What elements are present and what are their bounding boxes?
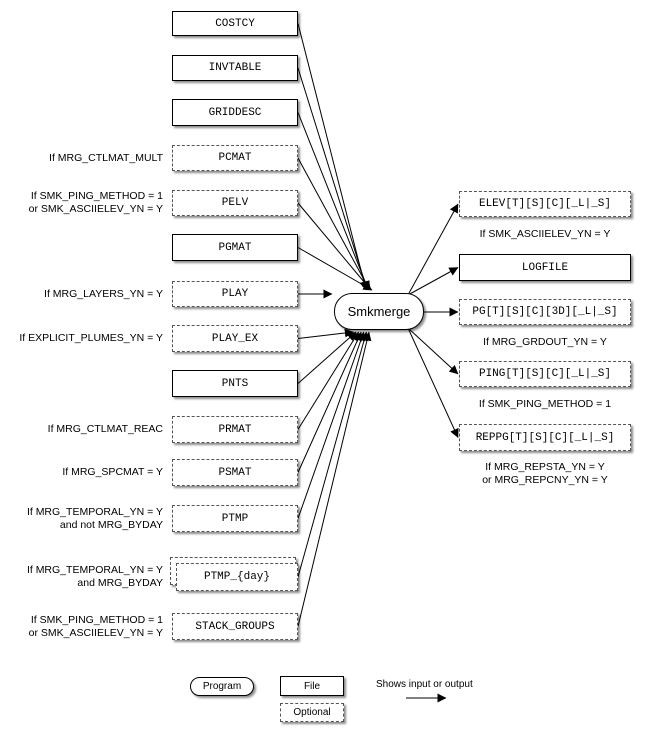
input-file-play: PLAY: [172, 281, 298, 307]
input-arrow: [297, 112, 370, 291]
input-arrow: [297, 331, 360, 430]
output-file-reppg-t-s-c-l-s: REPPG[T][S][C][_L|_S]: [459, 424, 631, 451]
legend-optional-label: Optional: [293, 707, 331, 718]
output-file-logfile: LOGFILE: [459, 254, 631, 281]
file-label: INVTABLE: [208, 62, 262, 74]
file-label: PG[T][S][C][3D][_L|_S]: [472, 306, 618, 318]
input-file-play-ex: PLAY_EX: [172, 325, 298, 352]
output-arrow: [407, 327, 459, 438]
output-condition: If SMK_ASCIIELEV_YN = Y: [459, 228, 631, 241]
input-file-stack-groups: STACK_GROUPS: [172, 613, 298, 640]
output-condition: If MRG_GRDOUT_YN = Y: [459, 336, 631, 349]
condition-line: or MRG_REPCNY_YN = Y: [482, 474, 608, 486]
input-arrow: [297, 331, 372, 627]
file-label: PSMAT: [218, 466, 252, 479]
input-arrow: [297, 331, 357, 384]
file-label: PELV: [221, 197, 249, 209]
condition-line: If MRG_REPSTA_YN = Y: [485, 461, 605, 473]
legend-optional-shape: Optional: [280, 703, 344, 722]
file-label: PTMP: [221, 512, 249, 525]
condition-line: If EXPLICIT_PLUMES_YN = Y: [19, 332, 163, 344]
file-label: STACK_GROUPS: [195, 620, 275, 633]
input-arrow: [297, 67, 369, 291]
program-label: Smkmerge: [347, 304, 411, 319]
condition-line: If SMK_PING_METHOD = 1: [30, 614, 163, 626]
file-label: REPPG[T][S][C][_L|_S]: [475, 431, 615, 444]
file-label: PCMAT: [218, 152, 252, 164]
input-file-costcy: COSTCY: [172, 11, 298, 36]
input-condition: If MRG_CTLMAT_MULT: [49, 152, 163, 165]
file-label: ELEV[T][S][C][_L|_S]: [478, 198, 612, 210]
file-label: PNTS: [221, 377, 249, 390]
legend-program-shape: Program: [190, 677, 254, 696]
condition-line: If MRG_TEMPORAL_YN = Y: [26, 506, 163, 518]
input-arrow: [297, 247, 373, 291]
input-file-ptmp: PTMP: [172, 505, 298, 532]
condition-line: or SMK_ASCIIELEV_YN = Y: [28, 627, 163, 639]
input-arrow: [297, 331, 366, 519]
input-arrow: [297, 202, 372, 291]
condition-line: If MRG_SPCMAT = Y: [62, 466, 163, 478]
output-file-pg-t-s-c-3d-l-s: PG[T][S][C][3D][_L|_S]: [459, 299, 631, 325]
input-file-psmat: PSMAT: [172, 459, 298, 486]
file-label: PLAY_EX: [211, 332, 259, 345]
condition-line: If SMK_ASCIIELEV_YN = Y: [479, 228, 611, 240]
input-arrow: [297, 328, 354, 339]
legend-file-shape: File: [280, 676, 344, 696]
input-file-pgmat: PGMAT: [172, 234, 298, 261]
condition-line: or SMK_ASCIIELEV_YN = Y: [28, 203, 163, 215]
file-label: PGMAT: [218, 241, 252, 254]
legend-arrow-label: Shows input or output: [376, 679, 473, 690]
input-file-pelv: PELV: [172, 190, 298, 216]
input-file-pcmat: PCMAT: [172, 145, 298, 171]
input-file-invtable: INVTABLE: [172, 55, 298, 81]
output-arrow: [407, 203, 459, 296]
condition-line: If MRG_LAYERS_YN = Y: [44, 288, 163, 300]
legend-program-label: Program: [202, 681, 242, 692]
output-condition: If SMK_PING_METHOD = 1: [459, 398, 631, 411]
input-arrow: [297, 157, 371, 291]
file-label: PTMP_{day}: [203, 571, 270, 583]
input-condition: If MRG_SPCMAT = Y: [62, 466, 163, 479]
condition-line: If MRG_GRDOUT_YN = Y: [483, 336, 607, 348]
output-file-ping-t-s-c-l-s: PING[T][S][C][_L|_S]: [459, 361, 631, 387]
input-file-griddesc: GRIDDESC: [172, 99, 298, 126]
condition-line: If MRG_TEMPORAL_YN = Y: [26, 564, 163, 576]
file-label: GRIDDESC: [208, 106, 262, 119]
input-arrow: [297, 331, 369, 578]
condition-line: If SMK_PING_METHOD = 1: [478, 398, 612, 410]
file-label: PRMAT: [218, 423, 252, 436]
file-label: PING[T][S][C][_L|_S]: [478, 368, 612, 380]
input-arrow: [297, 331, 362, 473]
output-arrow: [407, 267, 459, 296]
input-condition: If EXPLICIT_PLUMES_YN = Y: [19, 332, 163, 345]
input-arrow: [297, 23, 369, 291]
condition-line: and MRG_BYDAY: [77, 577, 163, 589]
output-file-elev-t-s-c-l-s: ELEV[T][S][C][_L|_S]: [459, 191, 631, 217]
input-file-ptmp-day: PTMP_{day}: [176, 563, 298, 591]
file-label: COSTCY: [215, 17, 255, 30]
program-smkmerge: Smkmerge: [334, 293, 424, 330]
file-label: PLAY: [221, 288, 249, 300]
condition-line: If MRG_CTLMAT_MULT: [49, 152, 163, 164]
output-arrow: [407, 327, 459, 375]
file-label: LOGFILE: [521, 261, 569, 274]
input-condition: If MRG_CTLMAT_REAC: [48, 423, 163, 436]
input-condition: If MRG_LAYERS_YN = Y: [44, 288, 163, 301]
legend-file-label: File: [303, 680, 321, 692]
condition-line: If SMK_PING_METHOD = 1: [30, 190, 163, 202]
condition-line: and not MRG_BYDAY: [59, 519, 163, 531]
input-file-prmat: PRMAT: [172, 416, 298, 443]
input-file-pnts: PNTS: [172, 370, 298, 397]
condition-line: If MRG_CTLMAT_REAC: [47, 423, 163, 435]
